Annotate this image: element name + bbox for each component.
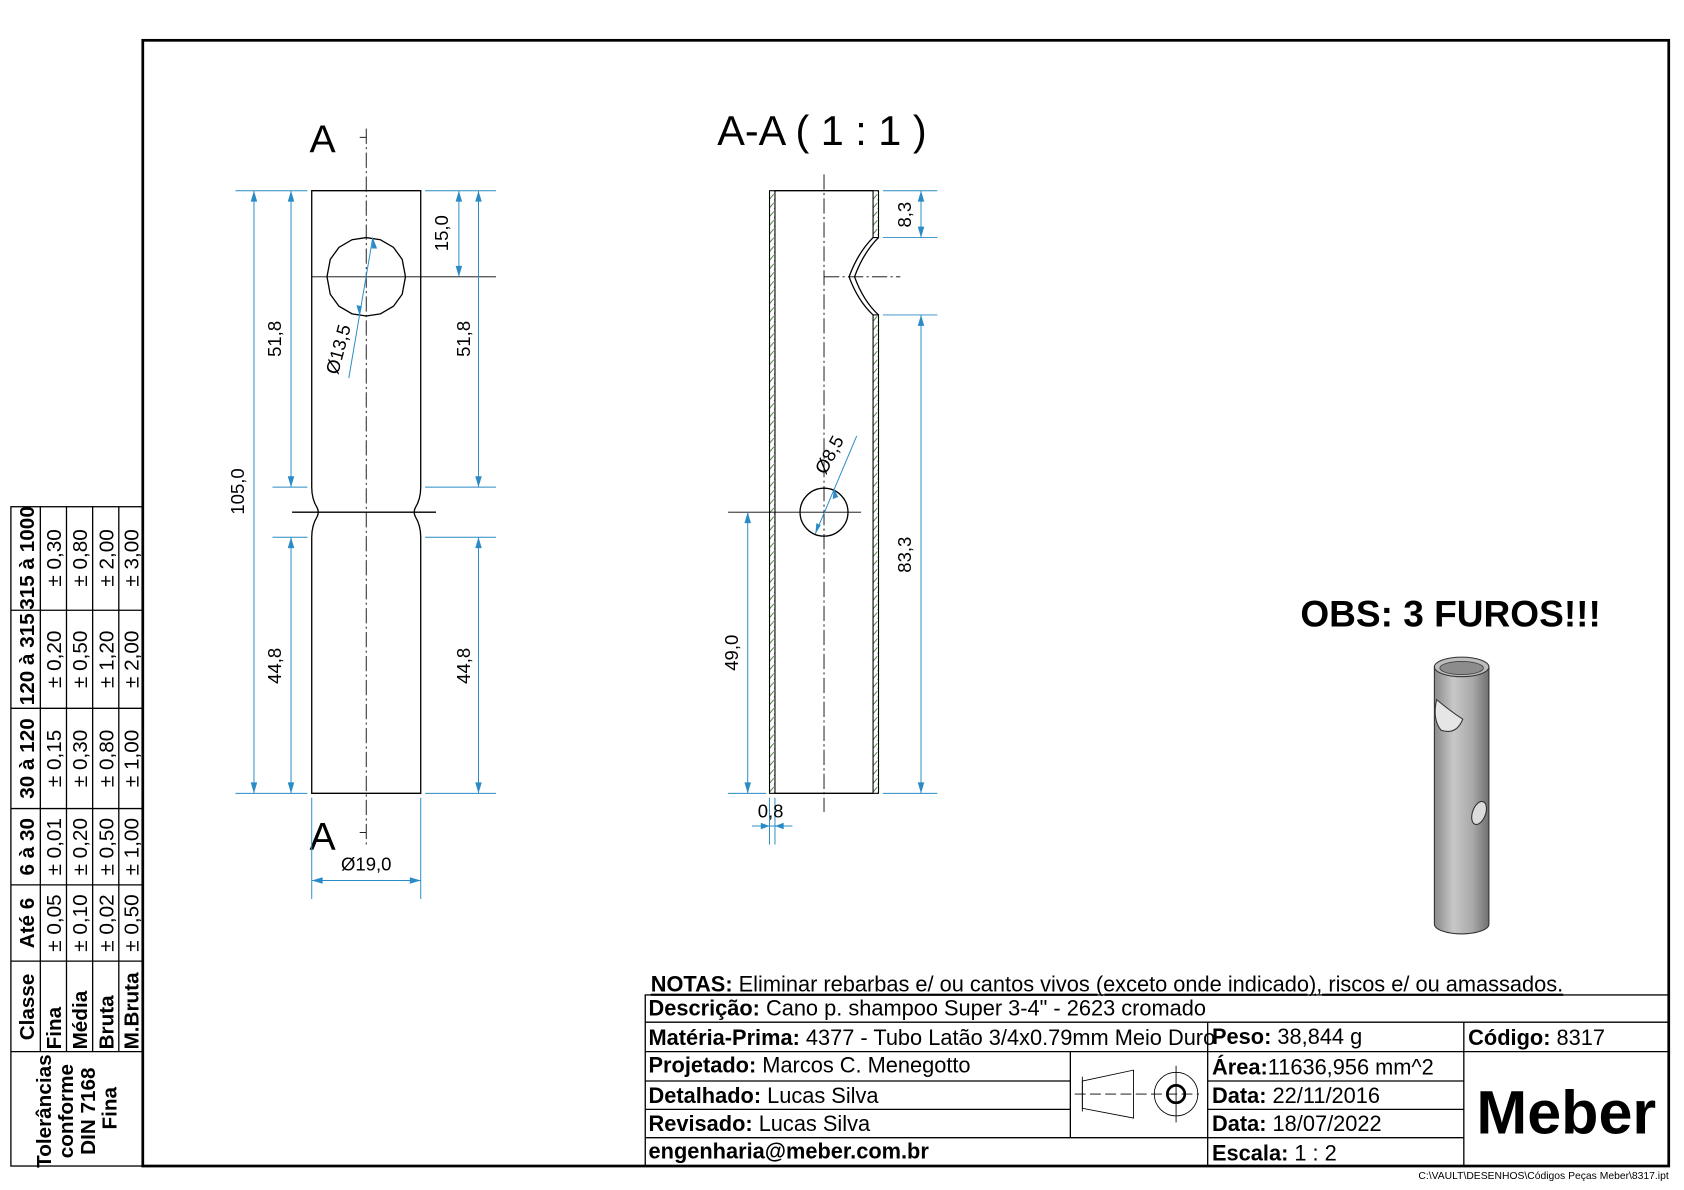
tolerance-range-header: 120 à 315 [16, 613, 39, 705]
dim-right-upper: 51,8 [453, 321, 474, 357]
tolerance-value: ± 3,00 [120, 529, 143, 586]
peso: Peso: 38,844 g [1212, 1024, 1362, 1049]
tolerance-value: ± 0,05 [43, 894, 66, 951]
escala: Escala: 1 : 2 [1212, 1141, 1337, 1166]
obs-note: OBS: 3 FUROS!!! [1300, 593, 1601, 635]
data-revised: Data: 18/07/2022 [1212, 1111, 1382, 1136]
front-dimensions [235, 190, 496, 900]
dim-top-offset: 8,3 [894, 202, 915, 228]
dim-wall-thickness: 0,8 [758, 800, 784, 821]
dim-tube-diameter: Ø19,0 [341, 854, 391, 875]
dim-right-lower: 44,8 [453, 648, 474, 684]
dim-left-upper: 51,8 [264, 321, 285, 357]
section-marker-top: A [310, 118, 337, 162]
descricao: Descrição: Cano p. shampoo Super 3-4" - … [649, 996, 1206, 1021]
tolerance-range-header: 315 à 1000 [16, 506, 39, 610]
dim-hole-height: 49,0 [721, 635, 742, 671]
tolerance-table: Até 6 6 à 30 30 à 120 120 à 315 315 à 1000Fi… [10, 506, 144, 1168]
section-view: A-A ( 1 : 1 ) 8,3 83,3 49,0 0,8 [717, 108, 938, 845]
tolerance-value: ± 0,20 [43, 631, 66, 688]
revisado: Revisado: Lucas Silva [649, 1111, 871, 1136]
tolerance-title: Tolerâncias conforme DIN 7168 Fina [33, 1049, 121, 1168]
tolerance-value: ± 1,00 [120, 818, 143, 875]
tolerance-range-header: Até 6 [16, 898, 39, 949]
projection-symbol-icon [1074, 1065, 1199, 1123]
tolerance-range-header: 6 à 30 [16, 818, 39, 876]
meber-logo: Meber [1476, 1078, 1656, 1146]
tolerance-header-class: Classe [16, 974, 39, 1041]
tolerance-class-label: M.Bruta [120, 972, 143, 1049]
tolerance-class-label: Bruta [95, 995, 118, 1050]
tolerance-value: ± 0,20 [69, 818, 92, 875]
dim-right-top: 15,0 [431, 215, 452, 251]
dim-overall-length: 105,0 [227, 468, 248, 514]
codigo: Código: 8317 [1468, 1025, 1605, 1050]
tolerance-range-header: 30 à 120 [16, 718, 39, 799]
tolerance-class-label: Fina [43, 1006, 66, 1049]
title-block: NOTAS: Eliminar rebarbas e/ ou cantos vi… [644, 972, 1670, 1182]
tolerance-value: ± 0,80 [95, 730, 118, 787]
dim-left-lower: 44,8 [264, 648, 285, 684]
data-created: Data: 22/11/2016 [1212, 1083, 1380, 1108]
tolerance-value: ± 2,00 [95, 529, 118, 586]
notes: NOTAS: Eliminar rebarbas e/ ou cantos vi… [651, 972, 1564, 997]
tolerance-value: ± 0,50 [95, 818, 118, 875]
email: engenharia@meber.com.br [649, 1138, 930, 1163]
tolerance-class-label: Média [69, 990, 92, 1049]
tolerance-value: ± 0,50 [69, 631, 92, 688]
section-marker-bottom: A [310, 815, 337, 859]
hole-circle [326, 236, 407, 317]
dim-lower-length: 83,3 [894, 537, 915, 573]
tolerance-value: ± 0,30 [43, 529, 66, 586]
tolerance-value: ± 2,00 [120, 631, 143, 688]
tolerance-value: ± 0,01 [43, 818, 66, 875]
area: Área:11636,956 mm^2 [1212, 1054, 1434, 1079]
tolerance-value: ± 0,02 [95, 894, 118, 951]
tolerance-value: ± 1,20 [95, 631, 118, 688]
tolerance-value: ± 1,00 [120, 730, 143, 787]
tolerance-value: ± 0,50 [120, 894, 143, 951]
tube-3d-preview [1433, 656, 1490, 935]
detalhado: Detalhado: Lucas Silva [649, 1083, 880, 1108]
tolerance-value: ± 0,30 [69, 730, 92, 787]
section-dimensions [728, 190, 938, 845]
section-title: A-A ( 1 : 1 ) [717, 108, 926, 154]
front-view: A A 105,0 51,8 44,8 [227, 118, 496, 900]
materia-prima: Matéria-Prima: 4377 - Tubo Latão 3/4x0.7… [649, 1025, 1216, 1050]
dim-hole-diameter: Ø13,5 [321, 322, 354, 376]
tolerance-value: ± 0,10 [69, 894, 92, 951]
projetado: Projetado: Marcos C. Menegotto [649, 1052, 971, 1077]
tolerance-value: ± 0,80 [69, 529, 92, 586]
file-path: C:\VAULT\DESENHOS\Códigos Peças Meber\83… [1418, 1171, 1668, 1182]
tolerance-value: ± 0,15 [43, 730, 66, 787]
